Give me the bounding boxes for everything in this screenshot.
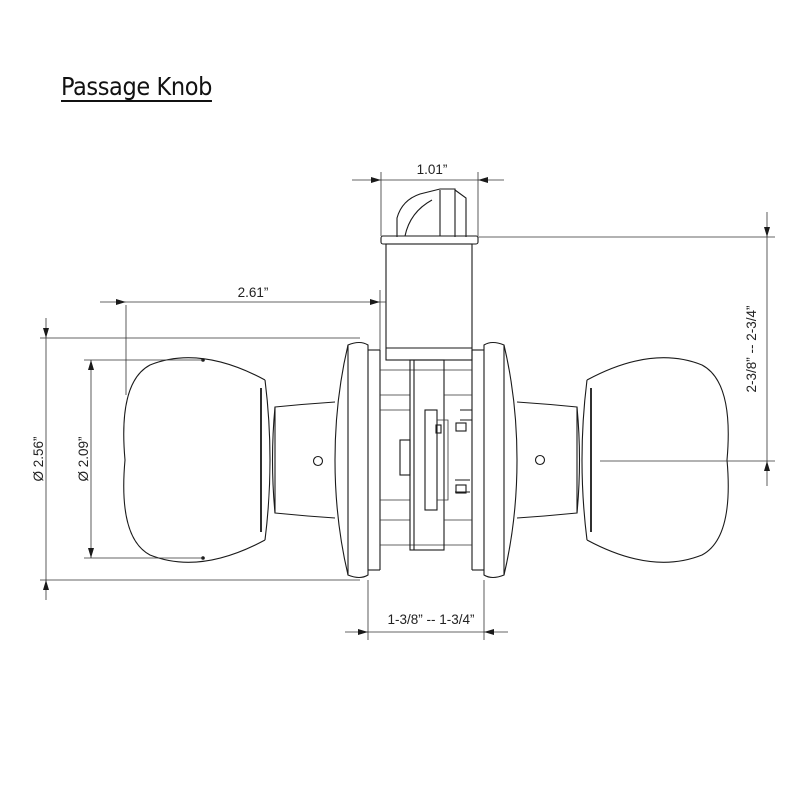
page-title: Passage Knob bbox=[61, 72, 212, 101]
backset-range-label: 2-3/8” -- 2-3/4” bbox=[744, 305, 759, 392]
rose-diameter-label: Ø 2.56” bbox=[31, 436, 46, 481]
chassis bbox=[380, 359, 472, 551]
latch-width-label: 1.01” bbox=[417, 162, 448, 177]
latch-tube bbox=[385, 243, 473, 361]
latch-faceplate bbox=[380, 235, 479, 245]
dimension-rose-diameter: Ø 2.56” bbox=[31, 318, 360, 600]
dimension-door-thickness: 1-3/8” -- 1-3/4” bbox=[345, 580, 508, 640]
left-rose bbox=[334, 341, 381, 579]
dimension-backset: 2.61” bbox=[100, 285, 386, 395]
dimension-latch-width: 1.01” bbox=[352, 162, 504, 236]
right-rose bbox=[471, 341, 518, 579]
dimension-knob-diameter: Ø 2.09” bbox=[76, 359, 203, 559]
dimension-backset-range: 2-3/8” -- 2-3/4” bbox=[478, 212, 775, 486]
latch-bolt bbox=[396, 188, 467, 237]
left-knob bbox=[123, 357, 336, 563]
backset-label: 2.61” bbox=[238, 285, 269, 300]
knob-diameter-label: Ø 2.09” bbox=[76, 436, 91, 481]
right-knob bbox=[516, 357, 729, 563]
door-thickness-label: 1-3/8” -- 1-3/4” bbox=[387, 612, 474, 627]
